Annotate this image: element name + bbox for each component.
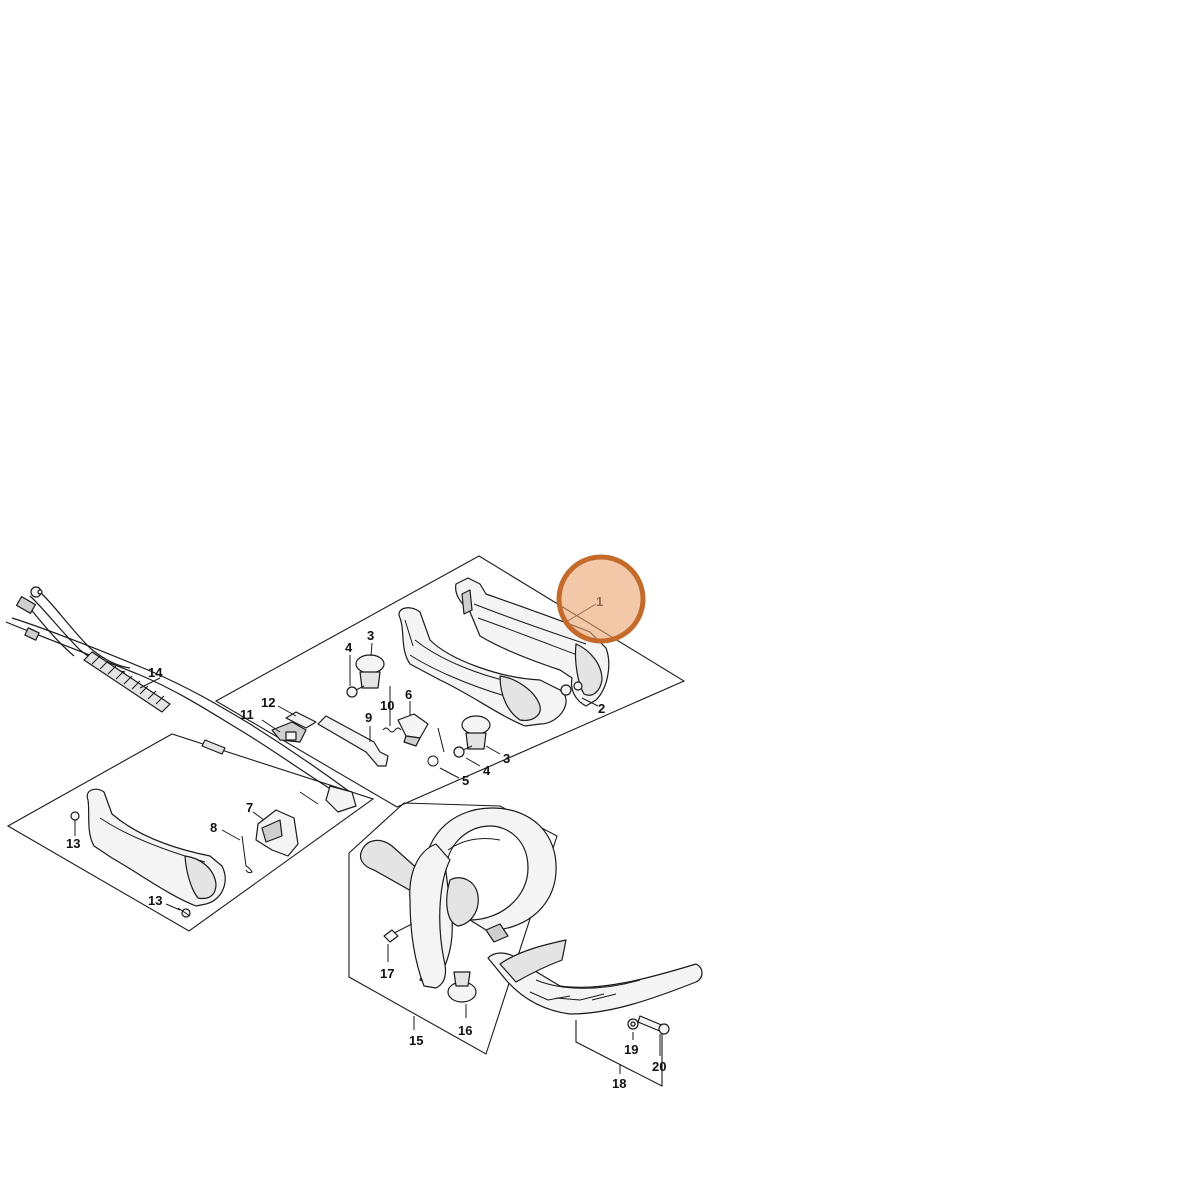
callout-13-upper: 13 bbox=[66, 836, 80, 851]
callout-9: 9 bbox=[365, 710, 372, 725]
callout-6: 6 bbox=[405, 687, 412, 702]
slide-11 bbox=[271, 721, 307, 743]
clamp-3-upper bbox=[355, 654, 385, 689]
callout-7: 7 bbox=[246, 800, 253, 815]
clamp-16 bbox=[447, 971, 477, 1003]
loop-handle-15 bbox=[359, 807, 557, 989]
callout-10: 10 bbox=[380, 698, 394, 713]
throttle-cable-harness bbox=[5, 586, 357, 813]
callout-11: 11 bbox=[240, 707, 254, 722]
callout-20: 20 bbox=[652, 1059, 666, 1074]
callout-4-upper: 4 bbox=[345, 640, 353, 655]
screw-20 bbox=[637, 1015, 670, 1035]
callout-labels: 1 2 3 3 4 4 5 6 7 8 9 10 11 12 13 13 14 … bbox=[66, 594, 666, 1091]
callout-18: 18 bbox=[612, 1076, 626, 1091]
grip-housing-lower bbox=[86, 788, 226, 907]
frame-upper-handle-group bbox=[214, 555, 686, 808]
callout-13-lower: 13 bbox=[148, 893, 162, 908]
spring-5 bbox=[427, 727, 445, 767]
callout-4-lower: 4 bbox=[483, 763, 491, 778]
screw-13-lower bbox=[177, 907, 191, 918]
frame-lower-handle-group bbox=[6, 733, 375, 932]
callout-16: 16 bbox=[458, 1023, 472, 1038]
screw-17 bbox=[383, 923, 413, 943]
callout-15: 15 bbox=[409, 1033, 423, 1048]
spring-8 bbox=[241, 835, 253, 874]
frame-loop-handle-group bbox=[348, 802, 558, 1055]
barrier-bar-18 bbox=[487, 939, 703, 1015]
screw-4-upper bbox=[346, 685, 365, 698]
callout-17: 17 bbox=[380, 966, 394, 981]
trigger-7 bbox=[255, 809, 299, 857]
grip-housing-upper bbox=[398, 607, 567, 727]
washer-19 bbox=[627, 1018, 639, 1030]
screw-4-lower bbox=[453, 745, 473, 758]
clamp-3-lower bbox=[461, 715, 491, 750]
callout-3-upper: 3 bbox=[367, 628, 374, 643]
callout-5: 5 bbox=[462, 773, 469, 788]
highlight-ring-part-1[interactable] bbox=[556, 554, 646, 644]
callout-14: 14 bbox=[148, 665, 163, 680]
callout-12: 12 bbox=[261, 695, 275, 710]
frame-barrier-bracket bbox=[575, 1020, 663, 1087]
leader-lines bbox=[74, 603, 661, 1074]
grip-housing-half bbox=[455, 577, 610, 707]
callout-19: 19 bbox=[624, 1042, 638, 1057]
lever-6 bbox=[397, 713, 429, 747]
callout-3-lower: 3 bbox=[503, 751, 510, 766]
callout-8: 8 bbox=[210, 820, 217, 835]
spring-10 bbox=[382, 727, 402, 733]
callout-2: 2 bbox=[598, 701, 605, 716]
trigger-9 bbox=[317, 715, 389, 767]
